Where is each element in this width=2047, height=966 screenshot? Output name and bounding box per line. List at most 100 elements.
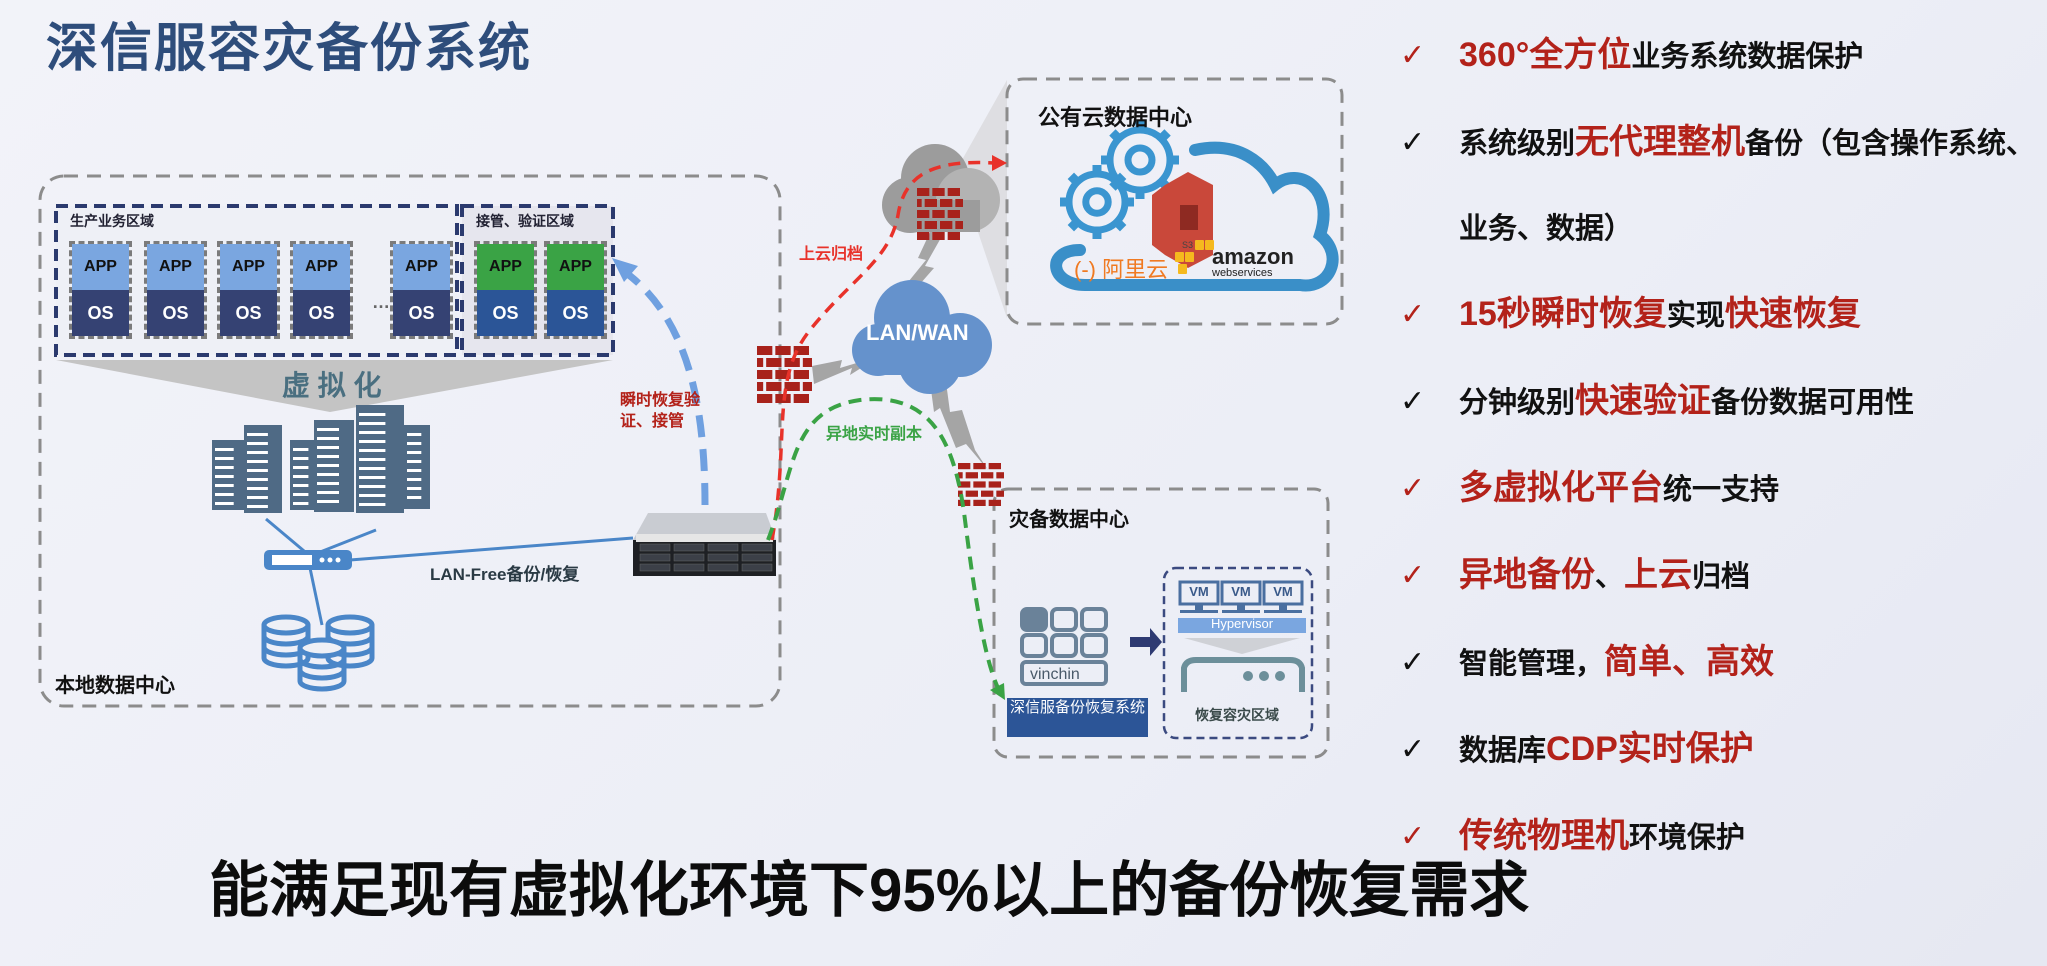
local-dc-box [38,174,782,708]
s3-label: S3 [1182,240,1194,250]
feature-list: ✓ 360°全方位业务系统数据保护 ✓ 系统级别无代理整机备份（包含操作系统、业务、数… [1400,15,2040,883]
vm-label: VM [1273,584,1293,599]
feature-text: 归档 [1692,561,1751,593]
instant-recovery-arrowhead [612,258,638,282]
feature-text: 智能管理， [1459,648,1605,680]
lan-wan-label: LAN/WAN [866,320,969,345]
feature-text: 业务系统数据保护 [1631,41,1864,73]
cloud-archive-label: 上云归档 [799,246,864,263]
virtualization-label: 虚 拟 化 [282,370,382,401]
feature-item: ✓数据库CDP实时保护 [1400,709,2044,796]
feature-text: 备份数据可用性 [1711,387,1915,419]
remote-replica-label: 异地实时副本 [826,426,923,443]
cloud-archive-line [770,160,996,541]
instant-recovery-label: 瞬时恢复验证、接管 [620,392,701,430]
app-layer: APP [393,244,450,290]
feature-item: ✓ 系统级别无代理整机备份（包含操作系统、业务、数据） [1400,102,2044,274]
vinchin-logo-icon [1020,607,1108,686]
check-icon: ✓ [1400,39,1426,72]
check-icon: ✓ [1400,472,1426,505]
backup-system-label: 深信服备份恢复系统 [1007,698,1148,737]
app-layer: APP [147,244,204,290]
production-zone-label: 生产业务区域 [70,213,154,229]
feature-highlight: 15秒瞬时恢复 [1459,295,1667,333]
firewall-dr-icon [958,463,1004,506]
vm-monitors-icon [1178,580,1304,613]
feature-text: 分钟级别 [1459,387,1576,419]
public-cloud-art [1050,121,1339,292]
recovery-zone-box [1162,566,1314,740]
feature-item: ✓ 智能管理，简单、高效 [1400,622,2044,709]
check-icon: ✓ [1400,733,1426,766]
instant-recovery-arrow [622,269,709,506]
hypervisor-bar [1178,618,1306,633]
check-icon: ✓ [1400,126,1426,159]
feature-item: ✓ 多虚拟化平台统一支持 [1400,448,2044,535]
feature-item: ✓ 360°全方位业务系统数据保护 [1400,15,2044,102]
virtualization-funnel [56,360,613,412]
app-layer: APP [547,244,604,290]
takeover-zone-label: 接管、验证区域 [476,213,574,229]
check-icon: ✓ [1400,385,1426,418]
feature-text: 数据库 [1459,735,1547,767]
check-icon: ✓ [1400,298,1426,331]
feature-item: ✓ 15秒瞬时恢复实现快速恢复 [1400,274,2044,361]
aliyun-text: 阿里云 [1102,257,1169,282]
lan-wan-cloud-icon [852,280,992,394]
aws-logo: webservices [1212,267,1273,279]
recovery-zone-label: 恢复容灾区域 [1195,707,1279,723]
os-layer: OS [72,290,129,336]
amazon-logo: amazon [1212,244,1294,269]
feature-text: 、 [1595,561,1625,593]
server-buildings-icon [212,405,430,513]
vm-label: VM [1189,584,1209,599]
dr-dc-box [992,487,1330,759]
server-icon [1181,657,1305,692]
feature-text: 统一支持 [1663,474,1780,506]
feature-item: ✓ 传统物理机环境保护 [1400,796,2044,883]
feature-text: 备份（包含操作系统、业务、数据） [1459,128,2036,245]
check-icon: ✓ [1400,820,1426,853]
feature-highlight: 传统物理机 [1459,817,1629,855]
check-icon: ✓ [1400,559,1426,592]
local-dc-label: 本地数据中心 [55,675,175,697]
app-layer: APP [72,244,129,290]
feature-highlight: 多虚拟化平台 [1459,469,1663,507]
os-layer: OS [547,290,604,336]
database-icon [261,614,375,692]
os-layer: OS [477,290,534,336]
feature-highlight: 上云 [1624,556,1693,594]
remote-replica-line [766,397,1000,689]
feature-text: 环境保护 [1629,822,1746,854]
feature-highlight: 快速恢复 [1724,295,1861,333]
feature-text: 系统级别 [1459,128,1576,160]
public-cloud-box [1005,77,1344,326]
feature-highlight: 360°全方位 [1459,36,1632,74]
os-layer: OS [147,290,204,336]
cloud-archive-arrowhead [992,155,1007,171]
check-icon: ✓ [1400,646,1426,679]
firewall-cloud-icon [917,188,963,240]
vm-label: VM [1231,584,1251,599]
feature-highlight: 无代理整机 [1575,123,1746,161]
os-layer: OS [393,290,450,336]
vinchin-label: vinchin [1030,666,1080,683]
page-title: 深信服容灾备份系统 [46,20,533,78]
feature-highlight: 简单、高效 [1604,643,1775,681]
router-icon [264,517,634,626]
feature-highlight: 异地备份 [1459,556,1595,594]
arrow-right-icon [1130,628,1162,656]
aliyun-mark: (-) [1074,257,1096,282]
os-layer: OS [220,290,277,336]
feature-text: 实现 [1666,300,1725,332]
feature-highlight: 快速验证 [1575,382,1712,420]
backup-appliance-icon [633,513,776,576]
feature-item: ✓ 分钟级别快速验证备份数据可用性 [1400,361,2044,448]
app-layer: APP [293,244,350,290]
